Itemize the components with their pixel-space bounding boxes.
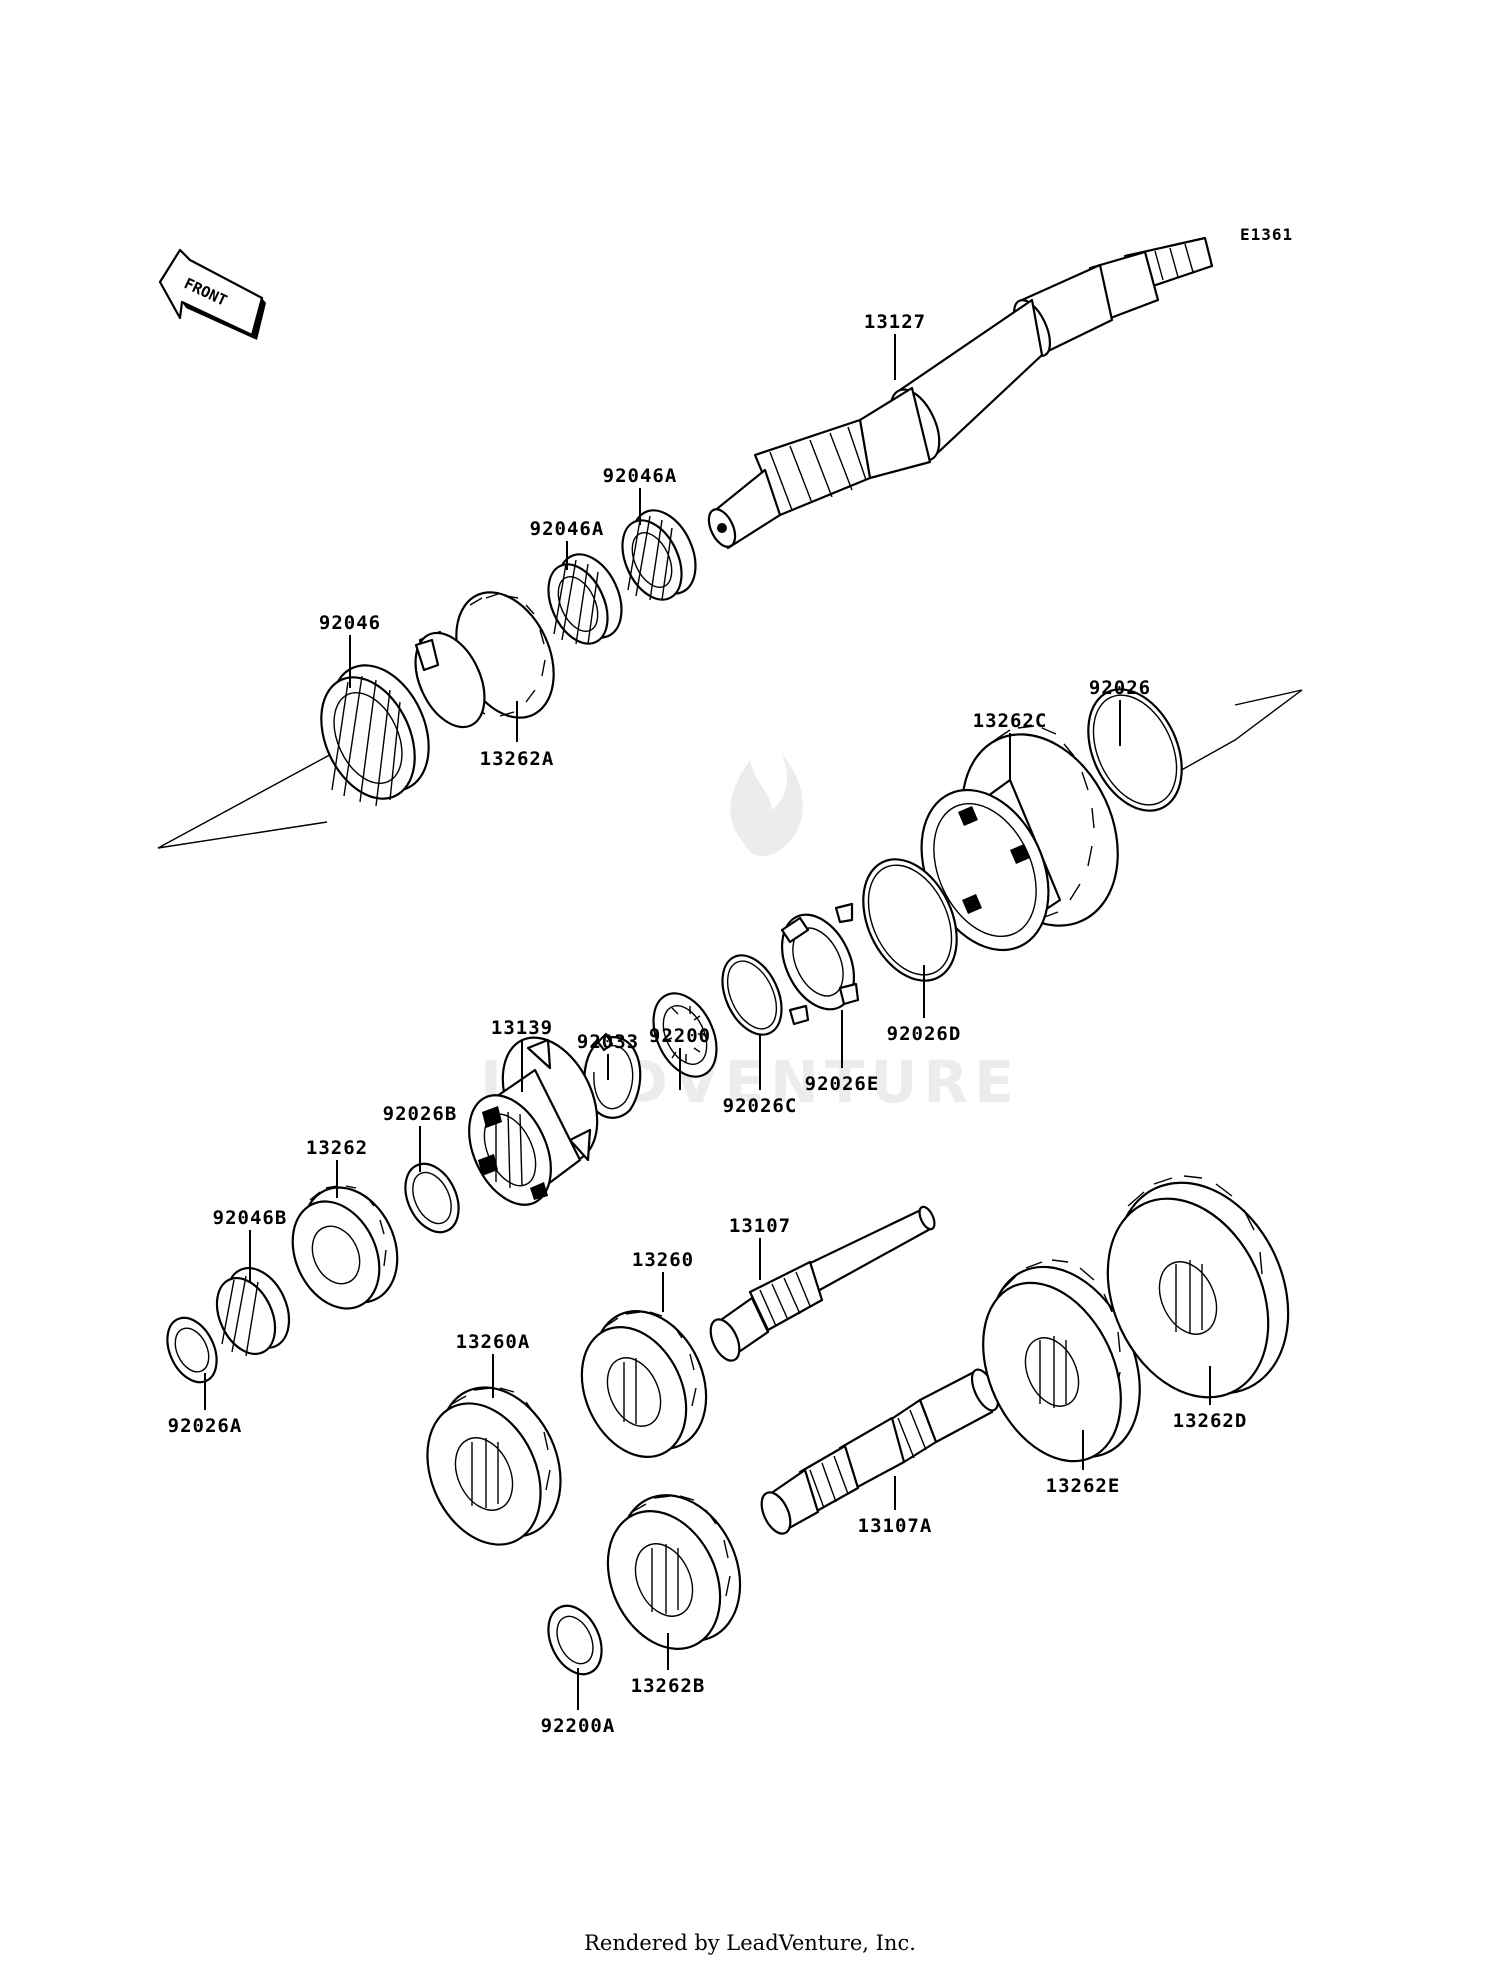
axis-lines — [157, 689, 1303, 849]
part-label-13139[interactable]: 13139 — [491, 1017, 553, 1039]
diagram-code: E1361 — [1240, 225, 1293, 244]
shift-dog-13139 — [468, 1036, 599, 1206]
washer-92026b — [404, 1162, 460, 1234]
needle-bearing-92046a-lower — [547, 553, 623, 645]
part-label-13262e[interactable]: 13262E — [1046, 1475, 1121, 1497]
part-label-92046b[interactable]: 92046B — [213, 1207, 288, 1229]
circlip-92026 — [1087, 688, 1183, 812]
gear-13262 — [291, 1185, 399, 1310]
shaft-13107 — [709, 1205, 936, 1362]
gear-13262b — [606, 1494, 742, 1650]
part-label-13262d[interactable]: 13262D — [1173, 1410, 1248, 1432]
part-label-92026d[interactable]: 92026D — [887, 1023, 962, 1045]
part-label-13260[interactable]: 13260 — [632, 1249, 694, 1271]
circlip-92026c — [721, 954, 783, 1036]
gear-13260a — [426, 1386, 562, 1546]
part-label-13262a[interactable]: 13262A — [480, 748, 555, 770]
part-label-92026b[interactable]: 92026B — [383, 1103, 458, 1125]
circlip-92026d — [862, 858, 958, 982]
snap-ring-92033 — [583, 1032, 642, 1119]
part-label-13107[interactable]: 13107 — [729, 1215, 791, 1237]
part-label-92200a[interactable]: 92200A — [541, 1715, 616, 1737]
part-labels: 13127 92046A 92046A 92046 13262A 92026 1… — [168, 311, 1248, 1737]
shaft-13107a — [760, 1368, 1000, 1535]
part-label-92026e[interactable]: 92026E — [805, 1073, 880, 1095]
leader-lines — [204, 334, 1211, 1710]
part-label-92026[interactable]: 92026 — [1089, 677, 1151, 699]
gear-13262a — [414, 591, 555, 729]
main-shaft-13127 — [707, 236, 1214, 550]
part-label-92046[interactable]: 92046 — [319, 612, 381, 634]
part-label-13107a[interactable]: 13107A — [858, 1515, 933, 1537]
part-label-92033[interactable]: 92033 — [577, 1031, 639, 1053]
part-label-13127[interactable]: 13127 — [864, 311, 926, 333]
gear-13262e — [982, 1259, 1141, 1463]
part-label-13262[interactable]: 13262 — [306, 1137, 368, 1159]
splined-washer-92200 — [652, 992, 718, 1078]
footer-credit: Rendered by LeadVenture, Inc. — [584, 1931, 916, 1955]
part-label-13262c[interactable]: 13262C — [973, 710, 1048, 732]
gear-13262d — [1106, 1175, 1290, 1399]
needle-bearing-92046a-upper — [621, 509, 697, 601]
washer-92026a — [166, 1316, 218, 1384]
part-label-92200[interactable]: 92200 — [649, 1025, 711, 1047]
needle-bearing-92046b — [215, 1267, 291, 1357]
gear-13262c — [920, 725, 1119, 952]
part-label-92026c[interactable]: 92026C — [723, 1095, 798, 1117]
front-arrow-icon: FRONT — [158, 248, 266, 340]
part-label-92026a[interactable]: 92026A — [168, 1415, 243, 1437]
gear-13260 — [580, 1310, 708, 1458]
washer-92200a — [547, 1604, 603, 1676]
part-label-13262b[interactable]: 13262B — [631, 1675, 706, 1697]
part-label-92046a-upper[interactable]: 92046A — [603, 465, 678, 487]
part-label-13260a[interactable]: 13260A — [456, 1331, 531, 1353]
needle-bearing-92046 — [320, 664, 430, 807]
part-label-92046a-lower[interactable]: 92046A — [530, 518, 605, 540]
lock-washer-92026e — [780, 902, 860, 1026]
